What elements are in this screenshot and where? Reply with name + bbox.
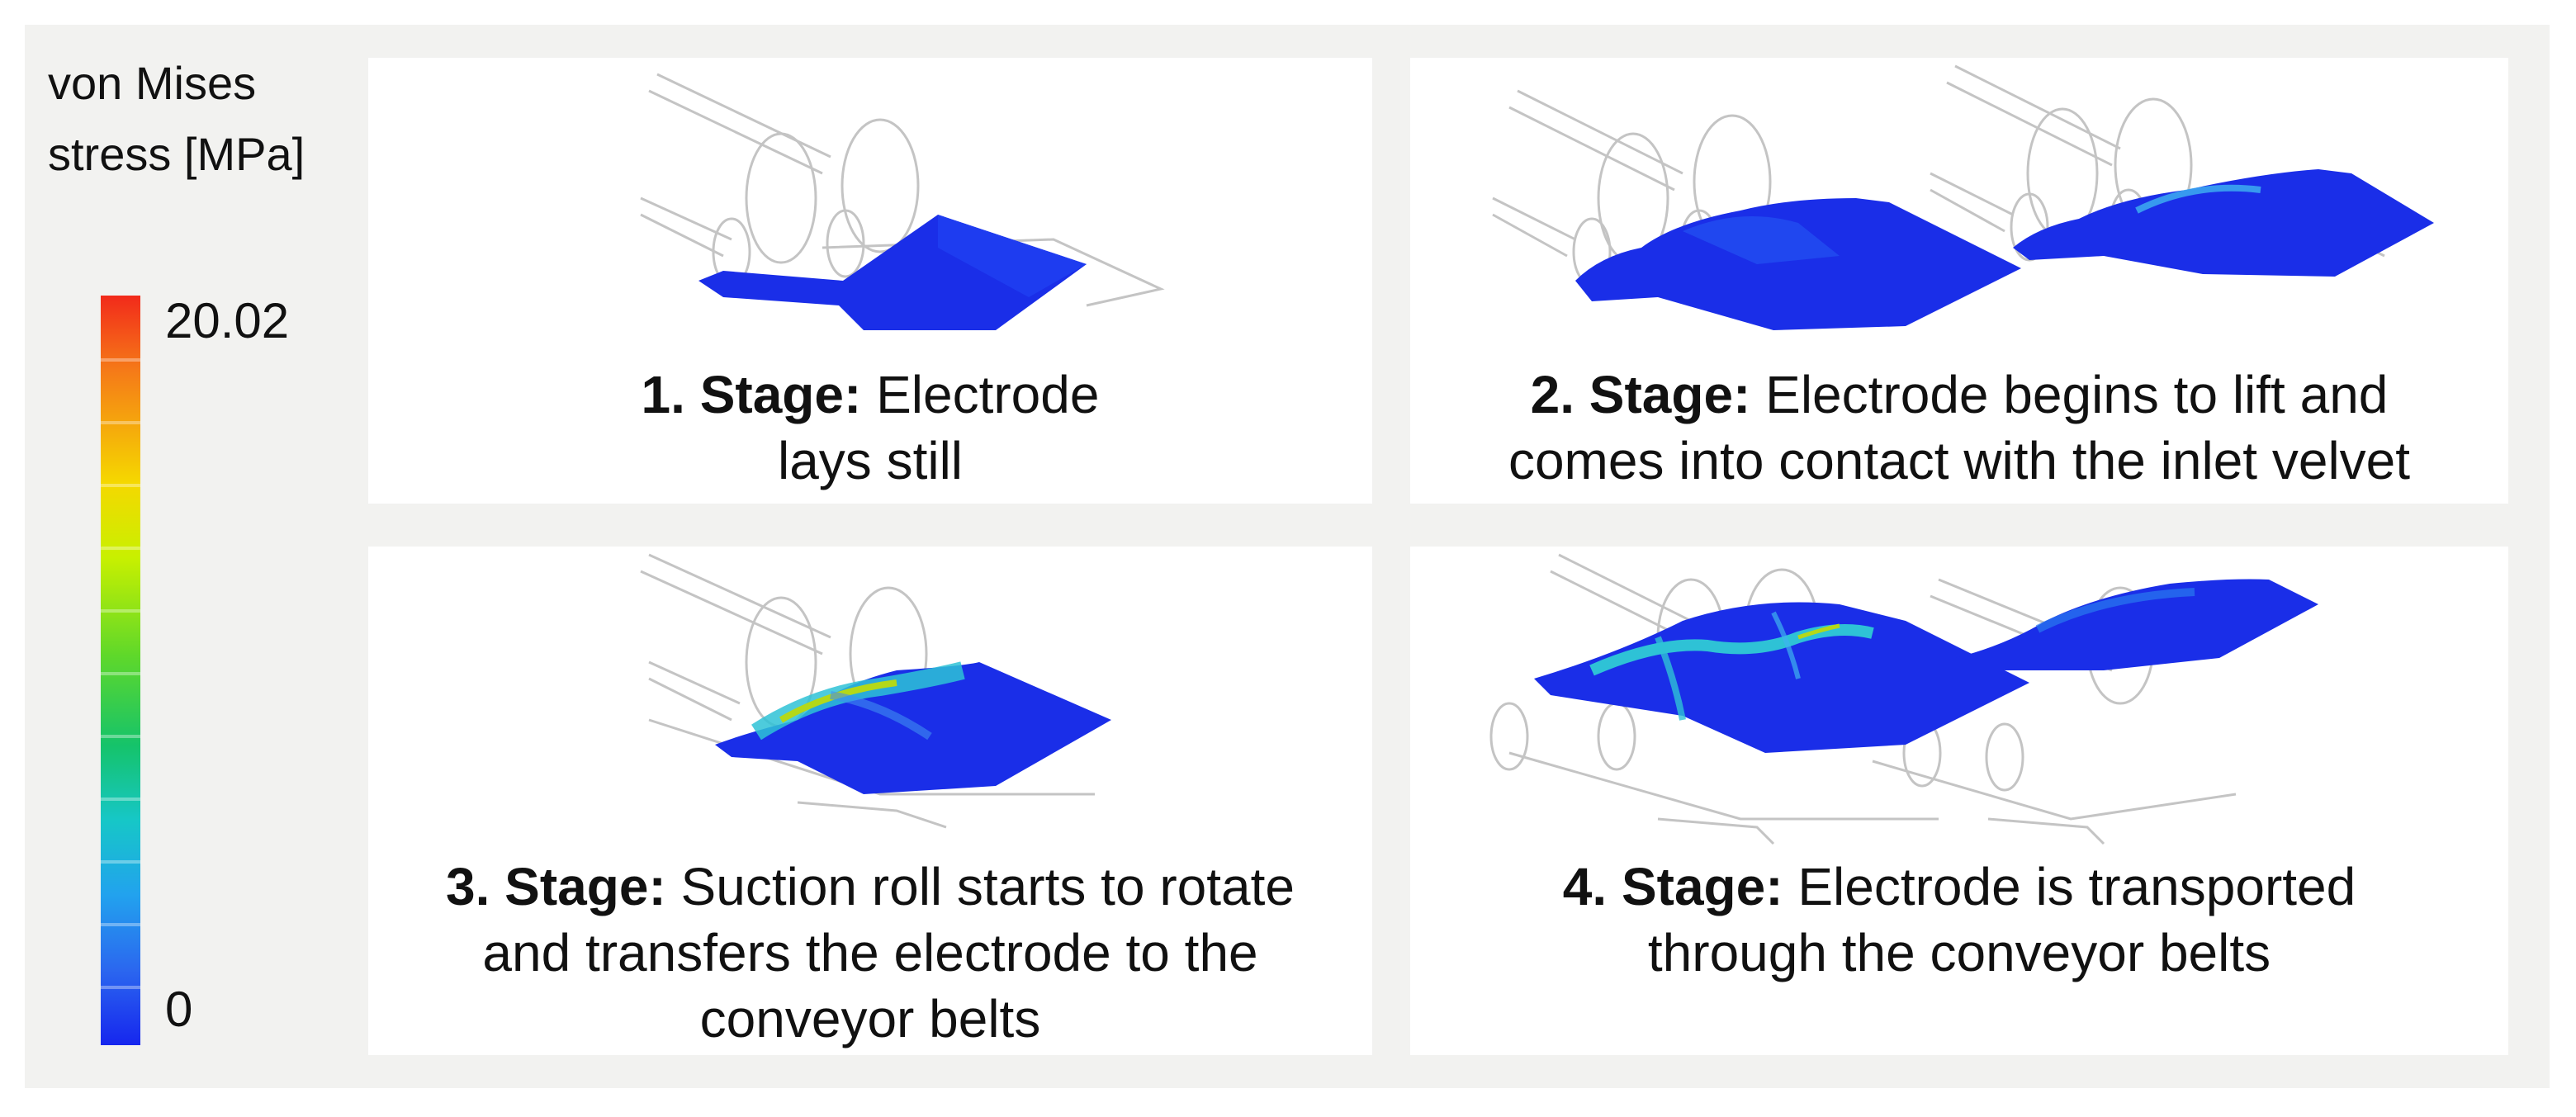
- colorbar-tick: [101, 798, 140, 801]
- stage-4-simulation-image: [1489, 553, 2318, 845]
- colorbar-title: von Mises stress [MPa]: [48, 48, 362, 190]
- stage-1-panel: 1. Stage: Electrode lays still: [368, 58, 1372, 504]
- stage-3-desc-line3: conveyor belts: [699, 989, 1041, 1048]
- stage-4-desc-line1: Electrode is transported: [1783, 857, 2356, 916]
- colorbar-min-label: 0: [165, 982, 193, 1037]
- stage-4-panel: 4. Stage: Electrode is transported throu…: [1410, 547, 2508, 1055]
- stage-4-label: 4. Stage:: [1562, 857, 1783, 916]
- colorbar-tick: [101, 609, 140, 613]
- stage-3-panel: 3. Stage: Suction roll starts to rotate …: [368, 547, 1372, 1055]
- colorbar-title-line1: von Mises: [48, 57, 257, 109]
- colorbar-tick: [101, 923, 140, 926]
- stage-2-simulation-image: [1492, 64, 2434, 330]
- colorbar-tick: [101, 672, 140, 675]
- stage-2-desc-line2: comes into contact with the inlet velvet: [1508, 431, 2411, 490]
- stage-2-caption: 2. Stage: Electrode begins to lift and c…: [1410, 362, 2508, 494]
- stage-4-desc-line2: through the conveyor belts: [1647, 923, 2271, 982]
- stage-1-desc-line2: lays still: [777, 431, 964, 490]
- colorbar-tick: [101, 358, 140, 362]
- stage-3-simulation-image: [640, 553, 1111, 829]
- stage-3-label: 3. Stage:: [446, 857, 666, 916]
- stage-2-panel: 2. Stage: Electrode begins to lift and c…: [1410, 58, 2508, 504]
- colorbar-tick: [101, 860, 140, 864]
- colorbar-tick: [101, 421, 140, 424]
- stress-colorbar: [101, 296, 140, 1045]
- colorbar-tick: [101, 986, 140, 989]
- stage-4-caption: 4. Stage: Electrode is transported throu…: [1410, 854, 2508, 986]
- stage-3-caption: 3. Stage: Suction roll starts to rotate …: [368, 854, 1372, 1052]
- colorbar-title-line2: stress [MPa]: [48, 128, 305, 180]
- stage-2-desc-line1: Electrode begins to lift and: [1750, 365, 2389, 424]
- stage-1-caption: 1. Stage: Electrode lays still: [368, 362, 1372, 494]
- stage-1-simulation-image: [640, 73, 1165, 330]
- stage-3-desc-line1: Suction roll starts to rotate: [665, 857, 1295, 916]
- colorbar-tick: [101, 547, 140, 550]
- stage-3-desc-line2: and transfers the electrode to the: [482, 923, 1258, 982]
- stage-1-desc-line1: Electrode: [861, 365, 1100, 424]
- colorbar-tick: [101, 484, 140, 487]
- colorbar-tick: [101, 735, 140, 738]
- stage-1-label: 1. Stage:: [641, 365, 862, 424]
- stage-2-label: 2. Stage:: [1530, 365, 1751, 424]
- colorbar-max-label: 20.02: [165, 293, 290, 348]
